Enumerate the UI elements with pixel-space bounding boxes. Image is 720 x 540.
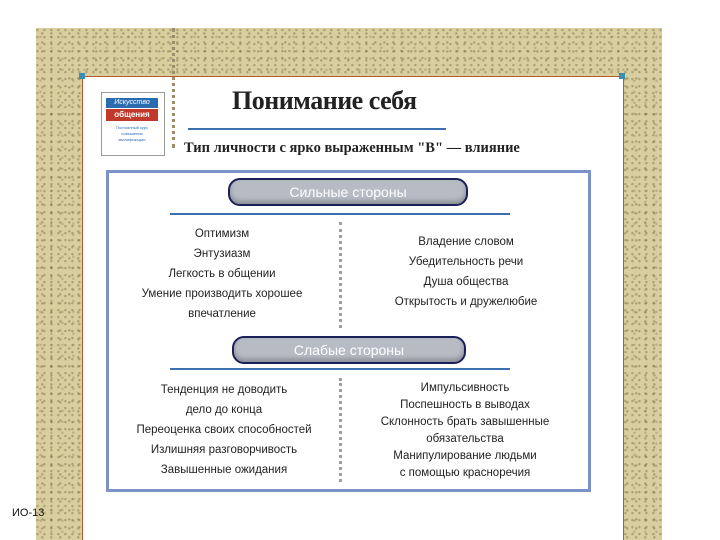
list-item: впечатление (188, 308, 256, 320)
list-item: Переоценка своих способностей (136, 424, 312, 436)
list-item: обязательства (426, 433, 504, 445)
weaknesses-header: Слабые стороны (232, 336, 466, 364)
list-item: Умение производить хорошее (141, 288, 303, 300)
list-item: Душа общества (423, 276, 509, 288)
list-item: Излишняя разговорчивость (150, 444, 298, 456)
title-underline (188, 128, 446, 130)
list-item: Энтузиазм (193, 248, 251, 260)
list-item: Убедительность речи (408, 256, 524, 268)
dotted-vertical-divider (172, 28, 175, 148)
list-item: с помощью красноречия (399, 467, 531, 479)
list-item: Склонность брать завышенные (380, 416, 550, 428)
corner-marker-left (79, 73, 85, 79)
list-item: Оптимизм (194, 228, 250, 240)
list-item: Легкость в общении (168, 268, 276, 280)
list-item: Манипулирование людьми (393, 450, 537, 462)
page-subtitle: Тип личности с ярко выраженным "В" — вли… (184, 140, 520, 156)
content-panel (106, 170, 591, 492)
corner-marker-right (619, 73, 625, 79)
list-item: Поспешность в выводах (400, 399, 530, 411)
strengths-divider-line (170, 213, 510, 215)
list-item: Импульсивность (420, 382, 510, 394)
logo-line-2: общения (106, 109, 158, 121)
weaknesses-right-column: Импульсивность Поспешность в выводах Скл… (360, 380, 570, 482)
strengths-left-column: Оптимизм Энтузиазм Легкость в общении Ум… (122, 224, 322, 324)
logo: Искусство общения Постоянный курс повыше… (101, 92, 165, 156)
strengths-right-column: Владение словом Убедительность речи Душа… (366, 232, 566, 312)
slide-code: ИО-13 (12, 507, 45, 519)
paper-top-border (82, 76, 622, 77)
list-item: Завышенные ожидания (160, 464, 288, 476)
strengths-column-separator (339, 222, 342, 328)
weaknesses-left-column: Тенденция не доводить дело до конца Пере… (122, 380, 326, 480)
weaknesses-column-separator (339, 378, 342, 482)
page-title: Понимание себя (232, 86, 417, 115)
strengths-header: Сильные стороны (228, 178, 468, 206)
list-item: Владение словом (418, 236, 514, 248)
list-item: Открытость и дружелюбие (394, 296, 538, 308)
weaknesses-divider-line (170, 368, 510, 370)
logo-line-3: Постоянный курс повышения квалификации (116, 125, 148, 142)
list-item: Тенденция не доводить (160, 384, 288, 396)
list-item: дело до конца (185, 404, 263, 416)
logo-line-1: Искусство (106, 98, 158, 108)
